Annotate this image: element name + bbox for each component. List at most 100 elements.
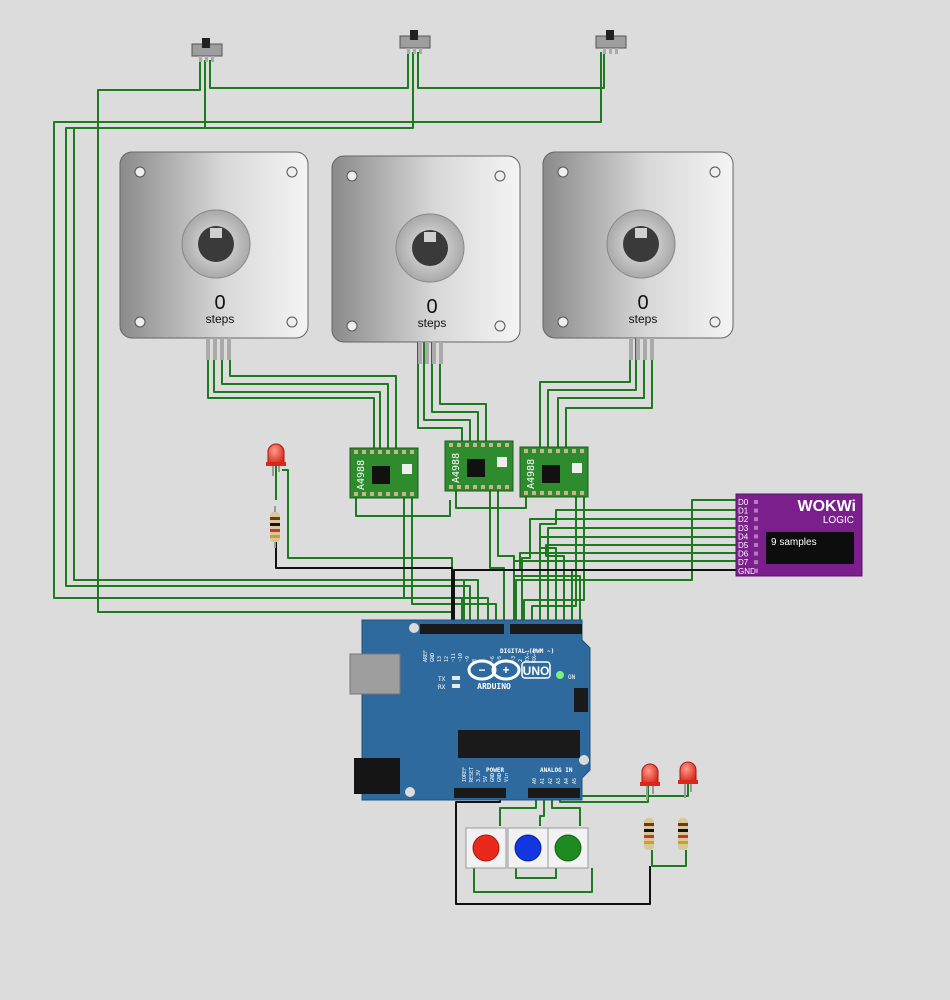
analyzer-channel-label: D6 [738,550,749,559]
svg-text:−: − [478,663,485,677]
analyzer-pin[interactable] [754,560,758,565]
analog-pin-label: A5 [572,778,578,784]
wire [221,338,389,450]
motor-step-unit: steps [629,312,658,326]
power-pin-label: 3.3V [476,770,482,782]
digital-pin-label: ~6 [490,656,496,662]
driver-label: A4988 [451,453,462,483]
pushbutton[interactable] [507,827,549,869]
wire [515,868,557,879]
logic-analyzer[interactable]: WOKWi LOGIC 9 samples D0D1D2D3D4D5D6D7GN… [735,493,863,577]
digital-pin-label: 2 [518,659,524,662]
a4988-driver[interactable]: A4988 [444,440,514,492]
board-brand: ARDUINO [477,682,511,691]
analog-pin-label: A2 [548,778,554,784]
wire [473,868,593,893]
power-pin-label: 5V [483,776,489,782]
digital-header-label: DIGITAL (PWM ~) [500,648,554,655]
driver-label: A4988 [526,459,537,489]
resistor [644,818,654,850]
wire [539,509,740,624]
analyzer-pin[interactable] [754,568,758,573]
wire [431,342,479,442]
digital-pin-label: ~3 [511,656,517,662]
power-pin-label: Vin [504,773,510,782]
analyzer-brand: WOKWi [797,498,856,515]
analyzer-channel-label: D1 [738,507,749,516]
analyzer-channel-label: D3 [738,524,749,533]
analog-pin-label: A1 [540,778,546,784]
stepper-motor[interactable]: 0 steps [119,151,309,360]
wire [275,542,453,624]
wire [417,52,605,89]
analyzer-channel-label: D5 [738,541,749,550]
digital-pin-label: ~9 [465,656,471,662]
stepper-motor[interactable]: 0 steps [542,151,734,360]
led[interactable] [678,761,698,798]
wire [567,784,689,797]
wire [417,342,463,442]
power-pin-label: RESET [469,767,475,782]
wire [547,338,637,450]
wire [423,342,471,442]
analyzer-channel-label: D7 [738,558,749,567]
digital-pin-label: ~5 [497,656,503,662]
wire [65,60,471,624]
analyzer-channel-label: D4 [738,532,749,541]
analog-pin-label: A4 [564,778,570,784]
stepper-motor[interactable]: 0 steps [331,155,521,364]
arduino-uno-board[interactable]: − + ARDUINO UNO ON TX RX DIGITAL (PWM ~)… [349,619,591,801]
wire [547,527,740,624]
wire [282,469,465,624]
analyzer-pin[interactable] [754,500,758,504]
wire [489,490,505,624]
wire [213,338,381,450]
power-header-label: POWER [486,767,504,774]
analyzer-pin[interactable] [754,551,758,556]
wire [73,52,479,624]
digital-pin-label: ~11 [451,653,457,662]
analyzer-pin[interactable] [754,508,758,513]
analyzer-pin[interactable] [754,525,758,530]
wire [539,536,740,624]
analyzer-channel-label: D0 [738,498,749,507]
pushbutton[interactable] [547,827,589,869]
analog-header-label: ANALOG IN [540,767,573,774]
wire [523,496,585,624]
digital-pin-label: 4 [504,659,510,662]
analyzer-sample-count: 9 samples [771,537,817,548]
rx-label: RX [438,684,446,691]
driver-label: A4988 [356,460,367,490]
analyzer-pin[interactable] [754,517,758,522]
pushbutton[interactable] [465,827,507,869]
analyzer-channel-label: D2 [738,515,749,524]
a4988-driver[interactable]: A4988 [519,446,589,498]
power-pin-label: IOREF [462,767,468,782]
digital-pin-label: 8 [472,659,478,662]
motor-step-unit: steps [206,312,235,326]
digital-pin-label: 7 [483,659,489,662]
led[interactable] [266,443,286,476]
wire [513,560,740,624]
analyzer-subtitle: LOGIC [823,515,854,526]
digital-pin-label: 12 [444,656,450,662]
power-pin-label: GND [497,773,503,782]
motor-step-unit: steps [418,316,447,330]
slide-switch[interactable] [191,38,223,62]
wire [539,338,631,450]
digital-pin-label: TX→1 [525,650,531,662]
slide-switch[interactable] [595,30,627,54]
wire [651,850,687,867]
analyzer-pin[interactable] [754,543,758,547]
analyzer-pin[interactable] [754,534,758,539]
a4988-driver[interactable]: A4988 [349,447,419,499]
led[interactable] [640,763,660,800]
wire [453,569,740,624]
wire [439,342,487,442]
power-pin-label: GND [490,773,496,782]
analog-pin-label: A0 [532,778,538,784]
board-model: UNO [523,664,550,678]
power-on-label: ON [568,674,576,681]
svg-text:+: + [502,663,509,677]
slide-switch[interactable] [399,30,431,54]
